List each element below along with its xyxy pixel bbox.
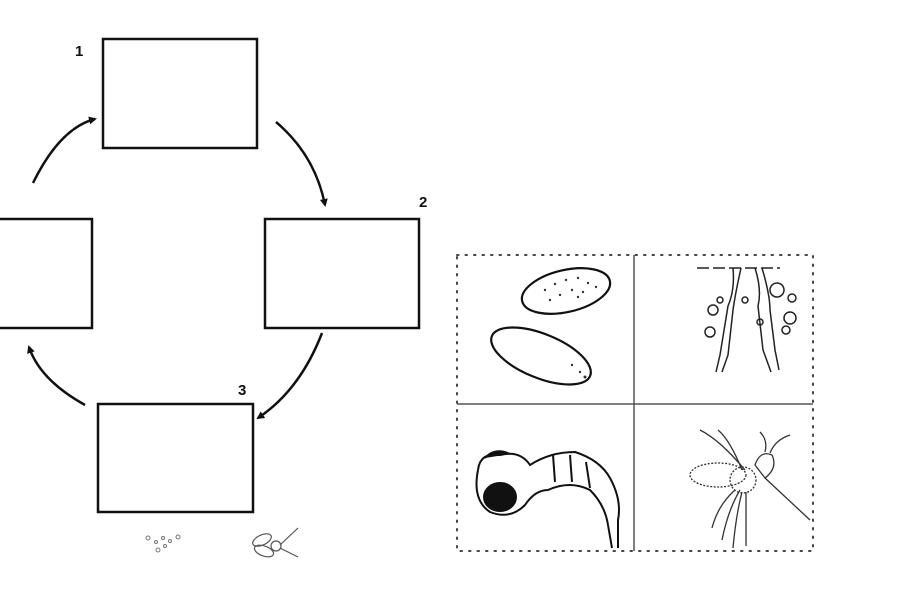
arrow-1-to-2 xyxy=(275,121,328,207)
arrow-3-to-4 xyxy=(27,345,86,407)
stage-box-4[interactable] xyxy=(0,217,94,330)
larva-icon[interactable] xyxy=(475,450,620,549)
stage-label-2: 2 xyxy=(419,194,427,211)
small-mosquito-icon xyxy=(252,527,299,558)
stage-box-3[interactable] xyxy=(96,402,255,514)
stage-box-2[interactable] xyxy=(263,217,421,330)
adult-mosquito-icon[interactable] xyxy=(689,429,811,549)
pupae-icon[interactable] xyxy=(697,267,797,373)
picture-panel xyxy=(456,254,814,552)
arrow-2-to-3 xyxy=(256,332,324,420)
stage-label-1: 1 xyxy=(75,43,83,60)
stage-box-1[interactable] xyxy=(101,37,259,150)
stage-label-3: 3 xyxy=(238,382,246,399)
small-eggs-icon xyxy=(145,534,181,553)
eggs-icon[interactable] xyxy=(484,260,615,396)
arrow-4-to-1 xyxy=(31,116,97,184)
